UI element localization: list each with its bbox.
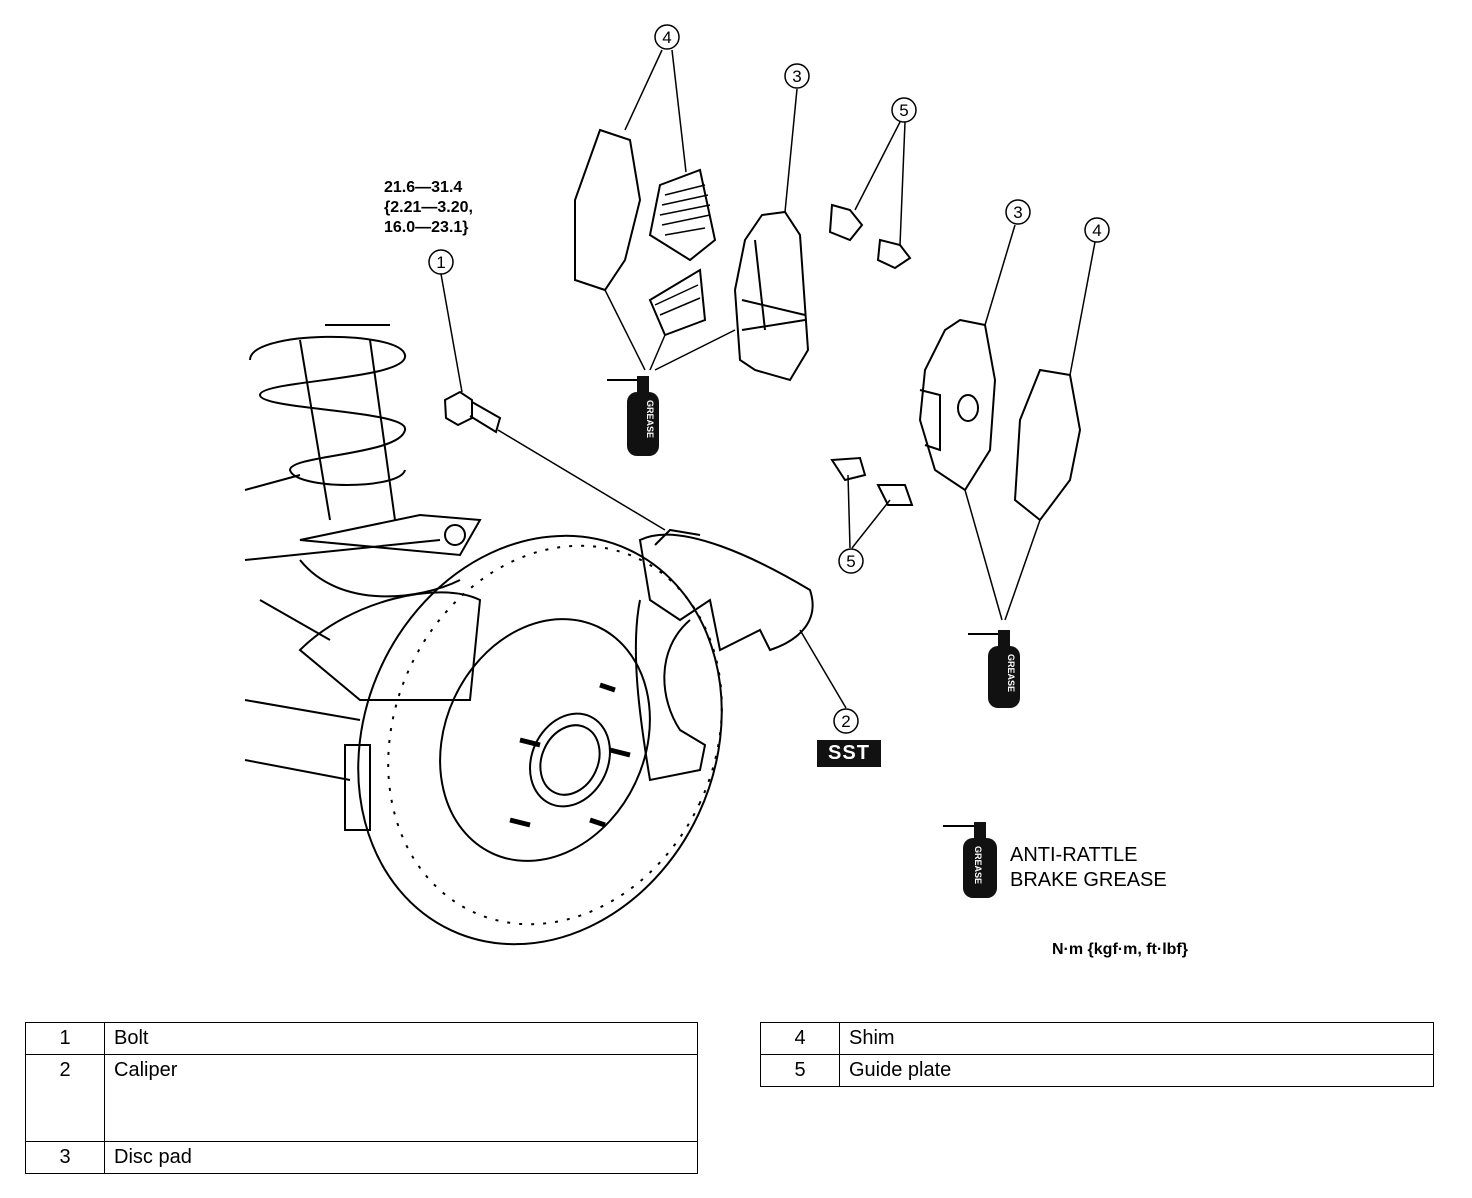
- callout-circle-4-upper: [654, 24, 680, 50]
- torque-line-1: 21.6—31.4: [384, 179, 463, 196]
- callout-circle-3-upper: [784, 63, 810, 89]
- callout-number-2: 2: [841, 712, 850, 731]
- part-number: 5: [760, 1054, 840, 1087]
- torque-line-2: {2.21—3.20,: [384, 199, 473, 216]
- grease-can-label-legend: GREASE: [973, 846, 983, 884]
- caliper-illustration: [634, 528, 814, 782]
- callout-circle-5-lower: [838, 548, 864, 574]
- part-number: 3: [25, 1141, 105, 1174]
- callout-circle-5-upper: [891, 97, 917, 123]
- part-name: Shim: [839, 1022, 1434, 1055]
- callout-circle-2: [833, 708, 859, 734]
- torque-units: N·m {kgf·m, ft·lbf}: [1052, 941, 1188, 958]
- leader-lines: [440, 49, 1096, 709]
- part-number: 1: [25, 1022, 105, 1055]
- callout-number-1: 1: [436, 253, 445, 272]
- callout-number-3-lower: 3: [1013, 203, 1022, 222]
- grease-can-label-upper: GREASE: [645, 400, 655, 438]
- strut-spring-illustration: [244, 324, 482, 831]
- grease-legend-line-2: BRAKE GREASE: [1010, 869, 1167, 891]
- callout-number-4-lower: 4: [1092, 221, 1101, 240]
- table-row: 5 Guide plate: [760, 1054, 1434, 1087]
- callout-number-5-lower: 5: [846, 552, 855, 571]
- grease-can-lower: GREASE: [968, 630, 1020, 708]
- disc-pad-lower-illustration: [918, 318, 997, 492]
- callout-number-3-upper: 3: [792, 67, 801, 86]
- grease-can-upper: GREASE: [607, 376, 659, 456]
- table-row: 4 Shim: [760, 1022, 1434, 1055]
- part-name: Bolt: [104, 1022, 698, 1055]
- parts-table-right: 4 Shim 5 Guide plate: [760, 1022, 1434, 1087]
- sst-badge: SST: [817, 740, 881, 767]
- brake-rotor-illustration: [357, 534, 723, 946]
- table-row: 1 Bolt: [25, 1022, 698, 1055]
- torque-specification: 21.6—31.4 {2.21—3.20, 16.0—23.1}: [384, 178, 473, 238]
- callout-circle-4-lower: [1084, 217, 1110, 243]
- grease-can-label-lower: GREASE: [1006, 654, 1016, 692]
- grease-legend-line-1: ANTI-RATTLE: [1010, 844, 1138, 866]
- exploded-brake-diagram: GREASE GREASE GREASE 4 3 5 3 4 1 5 2: [244, 24, 1110, 946]
- part-number: 4: [760, 1022, 840, 1055]
- grease-legend: ANTI-RATTLE BRAKE GREASE: [1010, 843, 1167, 893]
- torque-line-3: 16.0—23.1}: [384, 219, 469, 236]
- parts-table-left: 1 Bolt 2 Caliper 3 Disc pad: [25, 1022, 698, 1174]
- bolt-illustration: [443, 390, 666, 531]
- table-row: 3 Disc pad: [25, 1141, 698, 1174]
- part-number: 2: [25, 1054, 105, 1142]
- callout-circle-3-lower: [1005, 199, 1031, 225]
- shim-lower-illustration: [1013, 368, 1082, 522]
- callout-circle-1: [428, 249, 454, 275]
- table-row: 2 Caliper: [25, 1054, 698, 1142]
- guide-plates-illustration: [828, 203, 914, 506]
- disc-pad-upper-illustration: [733, 210, 810, 382]
- callout-number-5-upper: 5: [899, 101, 908, 120]
- part-name: Caliper: [104, 1054, 698, 1142]
- callout-number-4-upper: 4: [662, 28, 671, 47]
- part-name: Guide plate: [839, 1054, 1434, 1087]
- part-name: Disc pad: [104, 1141, 698, 1174]
- grease-can-legend: GREASE: [943, 822, 997, 898]
- shim-upper-illustration: [574, 128, 717, 337]
